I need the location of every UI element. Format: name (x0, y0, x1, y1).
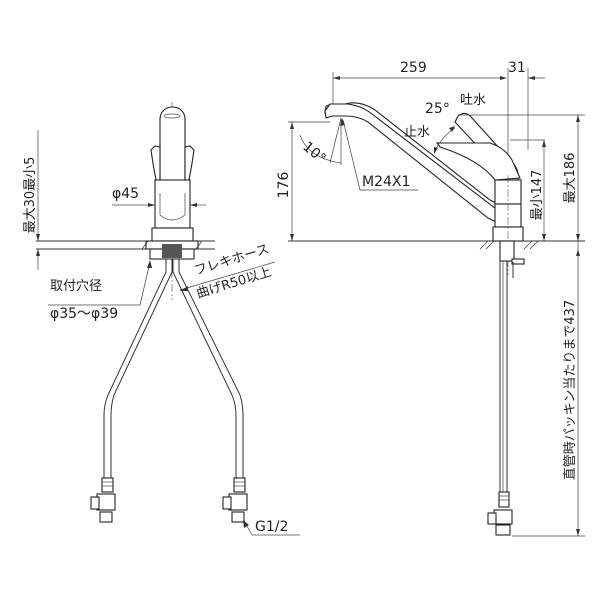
straight-hose (487, 261, 513, 536)
mounting-hole-label: 取付穴径 (50, 279, 102, 294)
left-valve-fitting (90, 477, 116, 523)
right-valve-fitting (222, 477, 248, 523)
pipe-length-label: 直管時パッキン当たりまで437 (563, 300, 578, 480)
height-label: 176 (276, 172, 292, 199)
lever-angle-label: 25° (425, 101, 450, 117)
lever-open-label: 吐水 (460, 93, 486, 108)
thread-label-g12: G1/2 (255, 519, 288, 535)
mount-assembly-front (141, 240, 203, 260)
thread-label-m24: M24X1 (362, 174, 410, 190)
counter-thickness-label: 最大30最小5 (23, 157, 38, 234)
lever-handle (435, 112, 521, 183)
offset-label: 31 (508, 60, 526, 76)
front-view: 最大30最小5 φ45 取付穴径 (23, 102, 300, 536)
body-diameter-label: φ45 (112, 186, 139, 202)
faucet-body-side (479, 175, 539, 278)
flex-hoses (103, 259, 244, 478)
spout-length-label: 259 (400, 60, 427, 76)
min-height-label: 最小147 (530, 170, 545, 221)
max-height-label: 最大186 (563, 153, 578, 204)
side-view: 259 31 176 10° M24X1 (276, 60, 585, 537)
faucet-body-front (150, 106, 195, 242)
mounting-hole-range: φ35〜φ39 (50, 306, 118, 322)
lever-close-label: 止水 (404, 125, 430, 140)
